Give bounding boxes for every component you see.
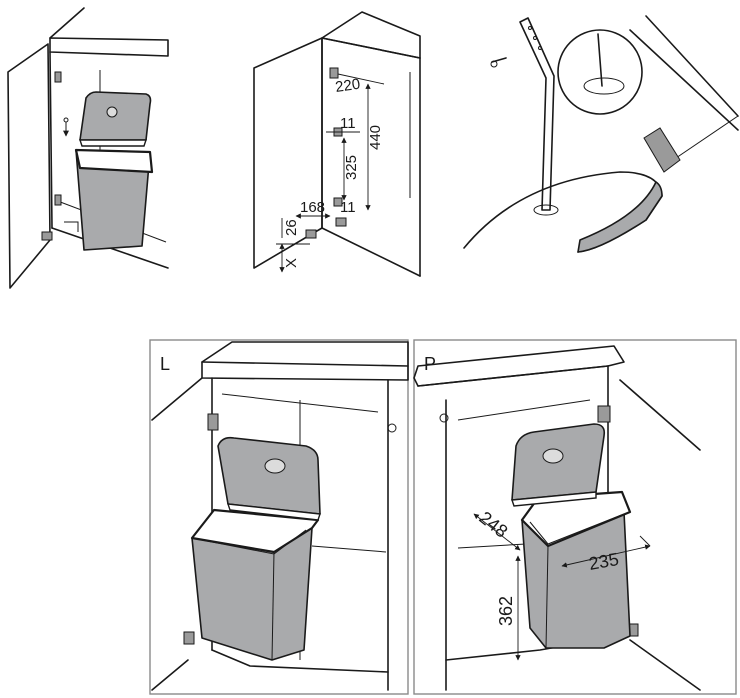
panel-p: P 248 235 362 [413,339,737,695]
bin-edge [271,551,275,661]
mount-lower [333,197,343,207]
detail-socket [583,77,625,95]
dim-11a-label: 11 [340,115,356,132]
mount-bottom-left [305,229,317,239]
rod-hole [538,46,542,50]
wall-diag-right [619,379,701,451]
dim-220-line [337,73,385,85]
panel-l-letter: L [160,354,170,374]
detail-magnifier [557,29,643,115]
wall-diag-left [151,377,203,421]
hinge-upper [597,405,611,423]
bracket-bottom [41,231,53,241]
rod-hole [528,26,532,30]
cabinet-floor [321,227,421,277]
dim-440-label: 440 [367,125,384,150]
step1-cabinet-view [7,7,169,289]
dim-x-label: X [283,258,300,268]
shelf-line [457,543,527,549]
open-door [7,43,51,289]
bin-edge [545,545,549,649]
detail-rod [597,33,603,87]
lid-knob-icon [264,458,286,474]
open-door [253,37,323,269]
rod-hole [533,36,537,40]
mount-bottom-right [335,217,347,227]
dim-325-label: 325 [343,155,360,180]
step2-measurement-view: 220 440 11 325 168 11 26 X [253,11,421,277]
cabinet-floor [211,649,389,673]
dim-248-line [473,513,521,551]
floor-diag-right [629,639,701,691]
dim-248-label: 248 [476,507,512,541]
dim-11b-label: 11 [340,199,356,216]
countertop-edge [49,7,85,39]
countertop [201,341,409,381]
countertop-front [417,365,609,387]
hinge-top [54,71,62,83]
dim-235-ext [639,535,651,547]
rod-socket [533,204,559,216]
panel-l-frame [149,339,409,695]
cabinet-top-edge [321,37,421,59]
lid-rim [226,503,321,521]
hinge-bottom [54,194,62,206]
knob [439,413,449,423]
countertop [413,345,625,387]
lid-knob-icon [542,448,564,464]
lid-rim [511,491,597,507]
back-top-line [457,399,591,421]
dim-26-label: 26 [283,219,300,236]
shelf-line [311,545,387,553]
dim-235-line [561,544,651,568]
hinge-icon [643,127,681,173]
step3-lid-rod-view [463,15,739,253]
lid-knob-icon [106,106,118,118]
hinge-lower [183,631,195,645]
bin-bracket [64,221,79,232]
countertop [49,37,169,57]
bin-top-rim [190,508,320,554]
bin-rim [74,148,154,174]
lid-rod [519,17,555,211]
lid-rim-gray [577,181,663,253]
cabinet-top [321,11,421,59]
bin-lid [217,436,321,515]
screw-icon [63,117,69,123]
cabinet-side [49,51,53,229]
hinge-upper [207,413,219,431]
dim-168-label: 168 [300,199,325,216]
cabinet-edge-2 [629,29,739,131]
countertop-front [201,361,409,367]
cabinet-edge [645,15,739,117]
floor-diag-left [151,659,189,691]
wire [675,115,739,159]
panel-l: L [149,339,409,695]
panel-p-frame [413,339,737,695]
knob [387,423,397,433]
screw-head [490,60,498,68]
lid-rim [79,139,147,147]
mount-top [329,67,339,79]
bin-rim-inner [529,513,625,545]
dim-220-label: 220 [334,76,361,96]
dim-362-label: 362 [496,596,516,626]
